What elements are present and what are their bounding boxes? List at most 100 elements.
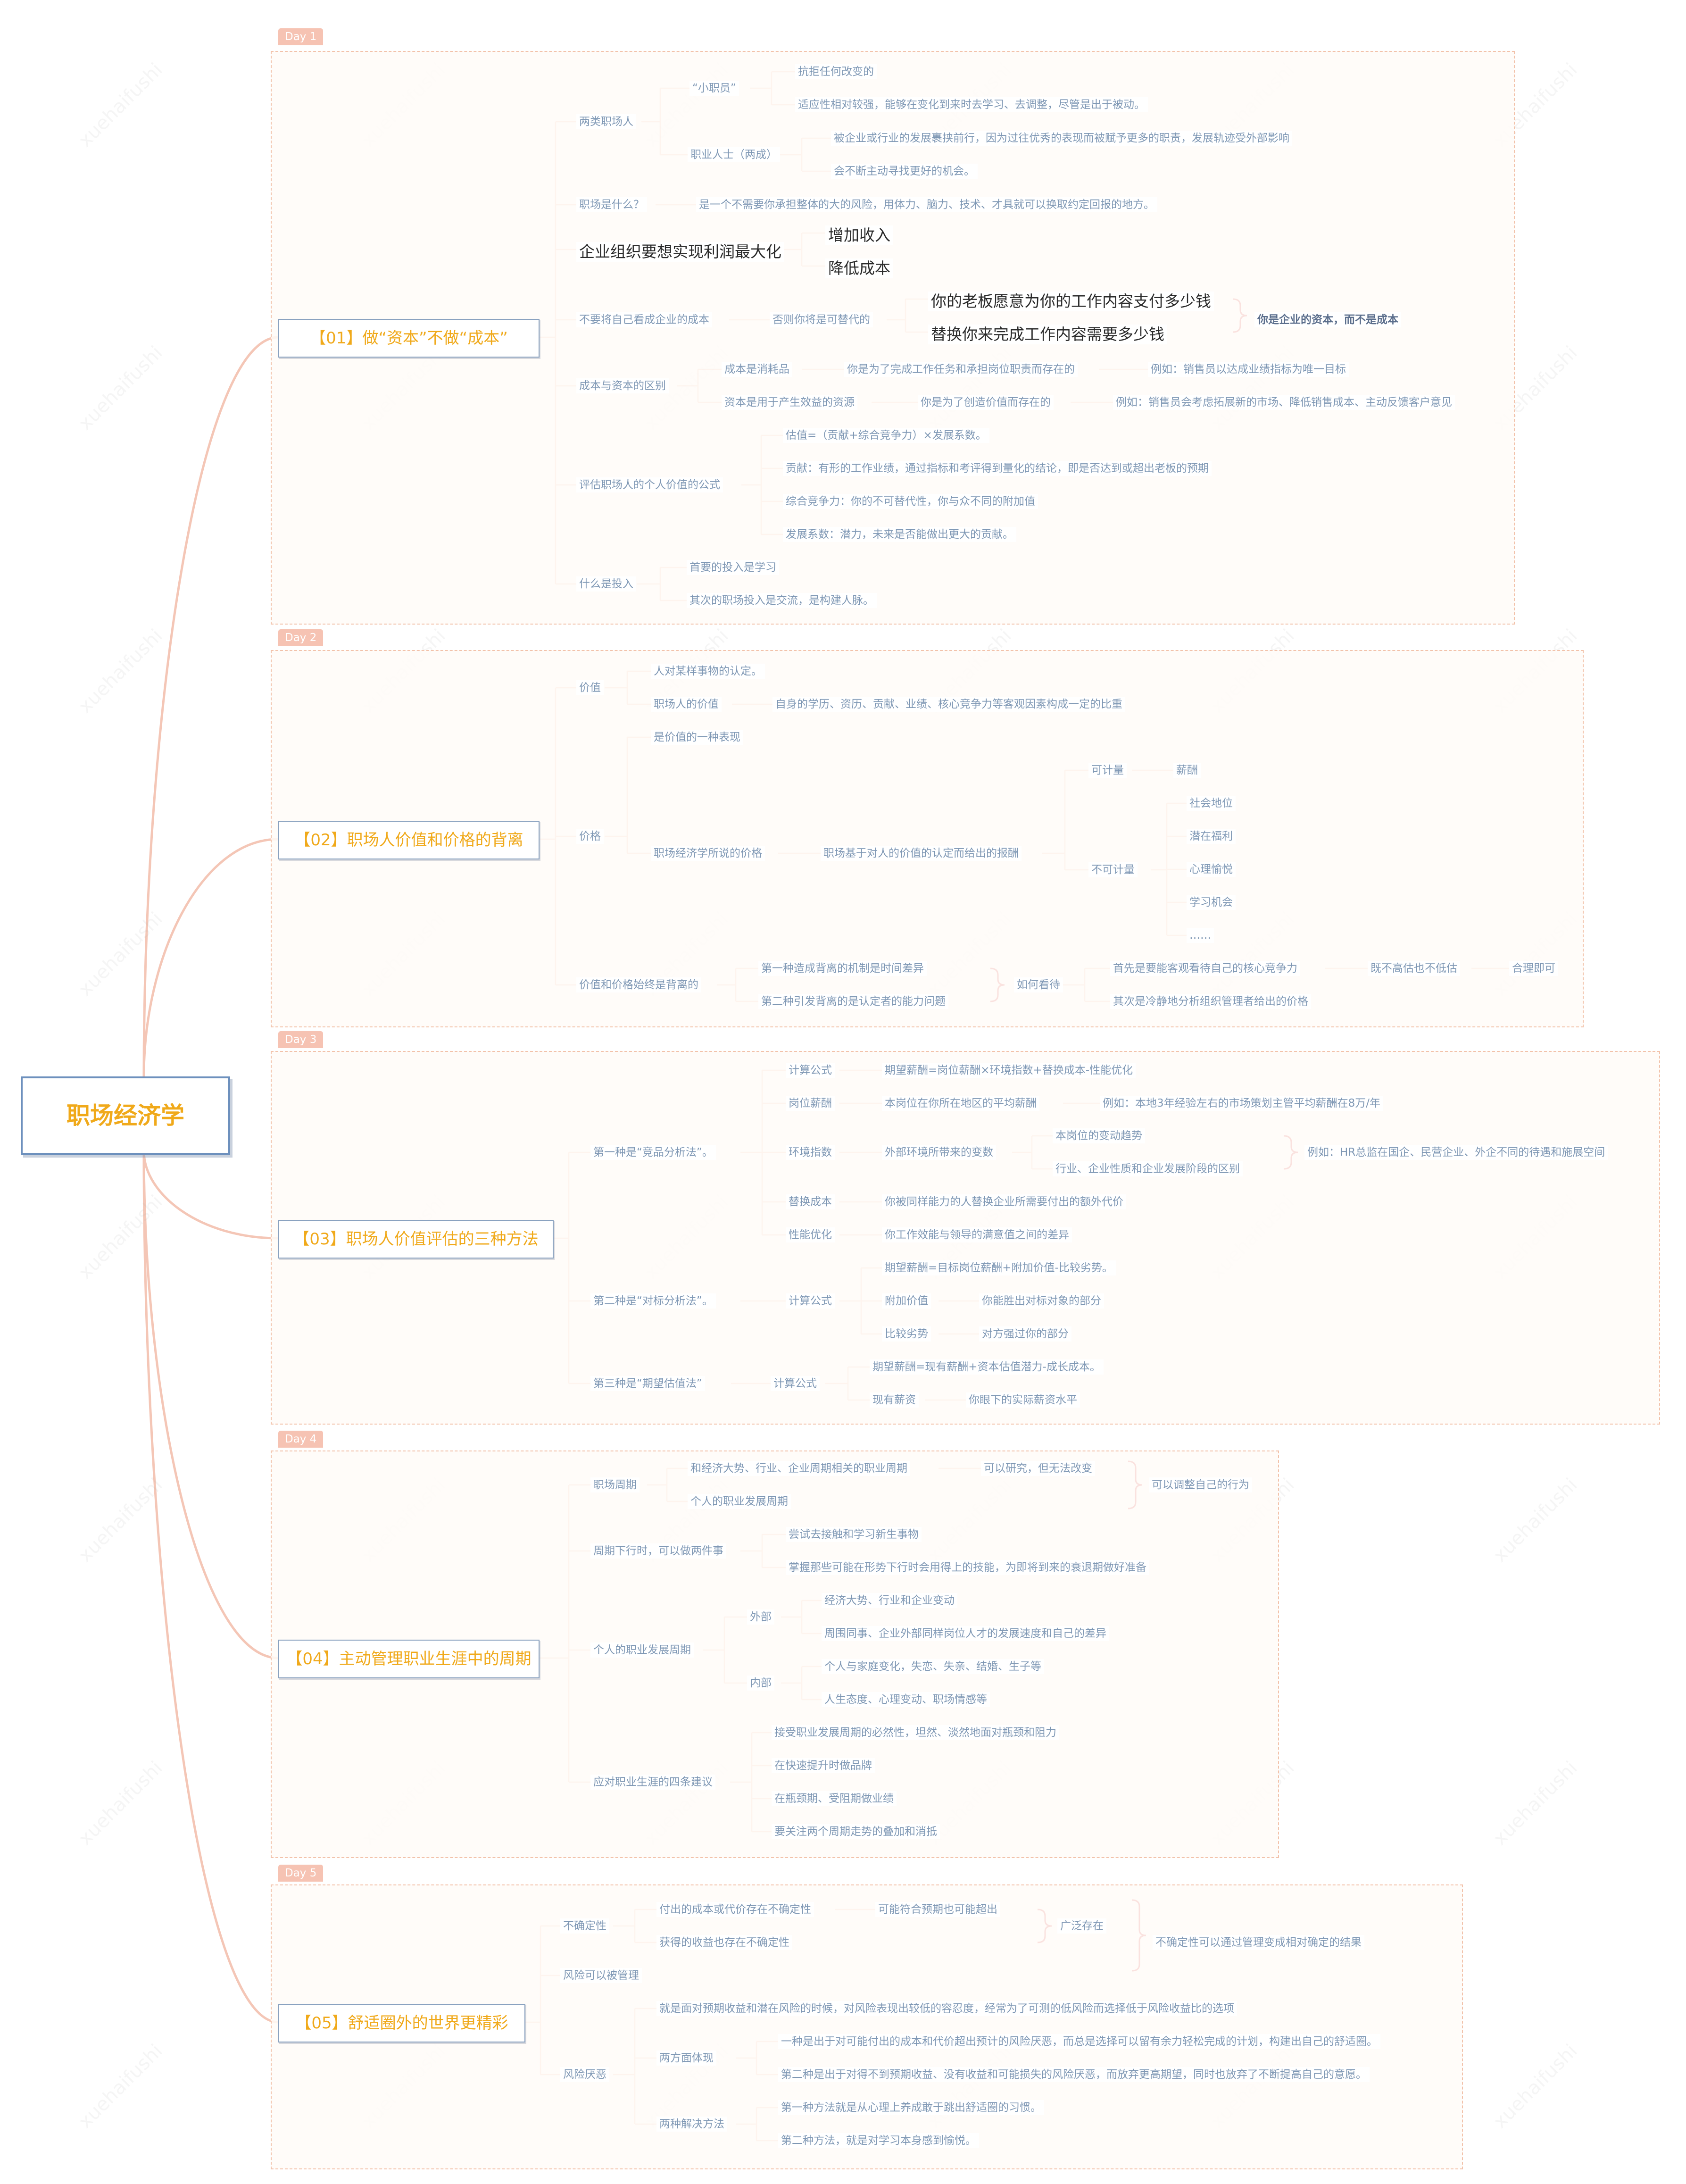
node[interactable]: 首要的投入是学习 — [687, 560, 779, 575]
node[interactable]: 个人的职业发展周期 — [590, 1642, 694, 1658]
node[interactable]: 岗位薪酬 — [786, 1096, 835, 1111]
node[interactable]: 风险厌恶 — [560, 2067, 609, 2082]
node[interactable]: 价值和价格始终是背离的 — [576, 977, 701, 992]
node[interactable]: 环境指数 — [786, 1145, 835, 1160]
node[interactable]: “小职员” — [689, 81, 739, 96]
node[interactable]: 价值 — [576, 680, 604, 695]
node[interactable]: 什么是投入 — [576, 576, 636, 592]
node[interactable]: 获得的收益也存在不确定性 — [656, 1935, 792, 1950]
node[interactable]: 行业、企业性质和企业发展阶段的区别 — [1053, 1161, 1243, 1176]
chapter-05[interactable]: 【05】舒适圈外的世界更精彩 — [278, 2004, 525, 2042]
node[interactable]: 不可计量 — [1088, 862, 1138, 877]
node[interactable]: 两方面体现 — [656, 2051, 716, 2066]
root-topic[interactable]: 职场经济学 — [21, 1076, 230, 1155]
node[interactable]: 成本是消耗品 — [722, 362, 792, 377]
node[interactable]: 职场周期 — [590, 1477, 640, 1492]
node[interactable]: 性能优化 — [786, 1227, 835, 1242]
node[interactable]: 期望薪酬=现有薪酬+资本估值潜力-成长成本。 — [870, 1359, 1104, 1375]
node[interactable]: 计算公式 — [786, 1063, 835, 1078]
node[interactable]: 掌握那些可能在形势下行时会用得上的技能，为即将到来的衰退期做好准备 — [786, 1560, 1149, 1575]
node[interactable]: 经济大势、行业和企业变动 — [822, 1593, 957, 1608]
node[interactable]: 对方强过你的部分 — [979, 1326, 1071, 1342]
node[interactable]: 第三种是“期望估值法” — [590, 1376, 705, 1391]
node[interactable]: 你能胜出对标对象的部分 — [979, 1293, 1104, 1309]
node[interactable]: 资本是用于产生效益的资源 — [722, 395, 857, 410]
node[interactable]: 自身的学历、资历、贡献、业绩、核心竞争力等客观因素构成一定的比重 — [772, 697, 1125, 712]
node[interactable]: 一种是出于对可能付出的成本和代价超出预计的风险厌恶，而总是选择可以留有余力轻松完… — [778, 2034, 1380, 2049]
node[interactable]: 抗拒任何改变的 — [795, 64, 877, 79]
node[interactable]: 职业人士（两成） — [688, 147, 780, 162]
node[interactable]: 你是企业的资本，而不是成本 — [1254, 312, 1401, 327]
node[interactable]: 本岗位在你所在地区的平均薪酬 — [882, 1096, 1039, 1111]
node[interactable]: 替换你来完成工作内容需要多少钱 — [928, 325, 1167, 344]
node[interactable]: 首先是要能客观看待自己的核心竞争力 — [1110, 961, 1300, 976]
node[interactable]: 在快速提升时做品牌 — [772, 1758, 875, 1773]
node[interactable]: 可以调整自己的行为 — [1149, 1477, 1252, 1492]
node[interactable]: 个人与家庭变化，失恋、失亲、结婚、生子等 — [822, 1659, 1044, 1674]
node[interactable]: 接受职业发展周期的必然性，坦然、淡然地面对瓶颈和阻力 — [772, 1725, 1059, 1740]
node[interactable]: 在瓶颈期、受阻期做业绩 — [772, 1791, 897, 1806]
node[interactable]: 期望薪酬=目标岗位薪酬+附加价值-比较劣势。 — [882, 1260, 1116, 1275]
node[interactable]: 被企业或行业的发展裹挟前行，因为过往优秀的表现而被赋予更多的职责，发展轨迹受外部… — [831, 131, 1292, 146]
node[interactable]: 例如：HR总监在国企、民营企业、外企不同的待遇和施展空间 — [1304, 1145, 1608, 1160]
node[interactable]: …… — [1187, 928, 1214, 943]
node[interactable]: 职场经济学所说的价格 — [651, 846, 765, 861]
node[interactable]: 例如：销售员会考虑拓展新的市场、降低销售成本、主动反馈客户意见 — [1113, 395, 1455, 410]
node[interactable]: 薪酬 — [1173, 763, 1201, 778]
node[interactable]: 本岗位的变动趋势 — [1053, 1128, 1145, 1143]
node[interactable]: 会不断主动寻找更好的机会。 — [831, 164, 978, 179]
node[interactable]: 职场基于对人的价值的认定而给出的报酬 — [821, 846, 1022, 861]
node[interactable]: 否则你将是可替代的 — [770, 312, 873, 327]
node[interactable]: 不要将自己看成企业的成本 — [576, 312, 712, 327]
node[interactable]: 价格 — [576, 829, 604, 844]
node[interactable]: 替换成本 — [786, 1194, 835, 1209]
node[interactable]: 应对职业生涯的四条建议 — [590, 1775, 715, 1790]
node[interactable]: 你工作效能与领导的满意值之间的差异 — [882, 1227, 1072, 1242]
node[interactable]: 不确定性 — [560, 1918, 609, 1934]
node[interactable]: 例如：本地3年经验左右的市场策划主管平均薪酬在8万/年 — [1100, 1096, 1384, 1111]
node[interactable]: 企业组织要想实现利润最大化 — [576, 242, 784, 262]
node[interactable]: 比较劣势 — [882, 1326, 931, 1342]
node[interactable]: 可以研究，但无法改变 — [981, 1461, 1095, 1476]
node[interactable]: 你是为了完成工作任务和承担岗位职责而存在的 — [844, 362, 1078, 377]
node[interactable]: 人生态度、心理变动、职场情感等 — [822, 1692, 990, 1707]
chapter-03[interactable]: 【03】职场人价值评估的三种方法 — [278, 1220, 554, 1259]
node[interactable]: 计算公式 — [771, 1376, 820, 1391]
node[interactable]: 现有薪资 — [870, 1392, 919, 1408]
node[interactable]: 第二种方法，就是对学习本身感到愉悦。 — [778, 2133, 979, 2148]
node[interactable]: 成本与资本的区别 — [576, 378, 669, 393]
node[interactable]: 第二种是出于对得不到预期收益、没有收益和可能损失的风险厌恶，而放弃更高期望，同时… — [778, 2067, 1370, 2082]
node[interactable]: 你的老板愿意为你的工作内容支付多少钱 — [928, 292, 1214, 311]
node[interactable]: 是价值的一种表现 — [651, 730, 743, 745]
node[interactable]: 人对某样事物的认定。 — [651, 664, 765, 679]
node[interactable]: 你是为了创造价值而存在的 — [918, 395, 1054, 410]
node[interactable]: 你被同样能力的人替换企业所需要付出的额外代价 — [882, 1194, 1126, 1209]
node[interactable]: 你眼下的实际薪资水平 — [966, 1392, 1080, 1408]
node[interactable]: 期望薪酬=岗位薪酬×环境指数+替换成本-性能优化 — [882, 1063, 1136, 1078]
node[interactable]: 职场人的价值 — [651, 697, 722, 712]
node[interactable]: 可能符合预期也可能超出 — [875, 1902, 1000, 1917]
node[interactable]: 周期下行时，可以做两件事 — [590, 1543, 726, 1559]
node[interactable]: 周围同事、企业外部同样岗位人才的发展速度和自己的差异 — [822, 1626, 1109, 1641]
node[interactable]: 尝试去接触和学习新生事物 — [786, 1527, 922, 1542]
node[interactable]: 就是面对预期收益和潜在风险的时候，对风险表现出较低的容忍度，经常为了可测的低风险… — [656, 2001, 1237, 2016]
node[interactable]: 第二种是“对标分析法”。 — [590, 1293, 716, 1309]
node[interactable]: 外部环境所带来的变数 — [882, 1145, 996, 1160]
node[interactable]: 和经济大势、行业、企业周期相关的职业周期 — [688, 1461, 910, 1476]
node[interactable]: 学习机会 — [1187, 895, 1236, 910]
node[interactable]: 合理即可 — [1509, 961, 1558, 976]
node[interactable]: 两种解决方法 — [656, 2117, 727, 2132]
node[interactable]: 要关注两个周期走势的叠加和消抵 — [772, 1824, 940, 1839]
node[interactable]: 付出的成本或代价存在不确定性 — [656, 1902, 814, 1917]
node[interactable]: 计算公式 — [786, 1293, 835, 1309]
node[interactable]: 增加收入 — [825, 225, 893, 245]
node[interactable]: 第一种造成背离的机制是时间差异 — [758, 961, 927, 976]
node[interactable]: 职场是什么？ — [576, 197, 647, 212]
node[interactable]: 既不高估也不低估 — [1368, 961, 1460, 976]
node[interactable]: 其次是冷静地分析组织管理者给出的价格 — [1110, 994, 1311, 1009]
node[interactable]: 个人的职业发展周期 — [688, 1494, 791, 1509]
node[interactable]: 综合竞争力：你的不可替代性，你与众不同的附加值 — [783, 494, 1038, 509]
node[interactable]: 第一种是“竞品分析法”。 — [590, 1145, 716, 1160]
node[interactable]: 第一种方法就是从心理上养成敢于跳出舒适圈的习惯。 — [778, 2100, 1044, 2115]
node[interactable]: 贡献：有形的工作业绩，通过指标和考评得到量化的结论，即是否达到或超出老板的预期 — [783, 461, 1212, 476]
